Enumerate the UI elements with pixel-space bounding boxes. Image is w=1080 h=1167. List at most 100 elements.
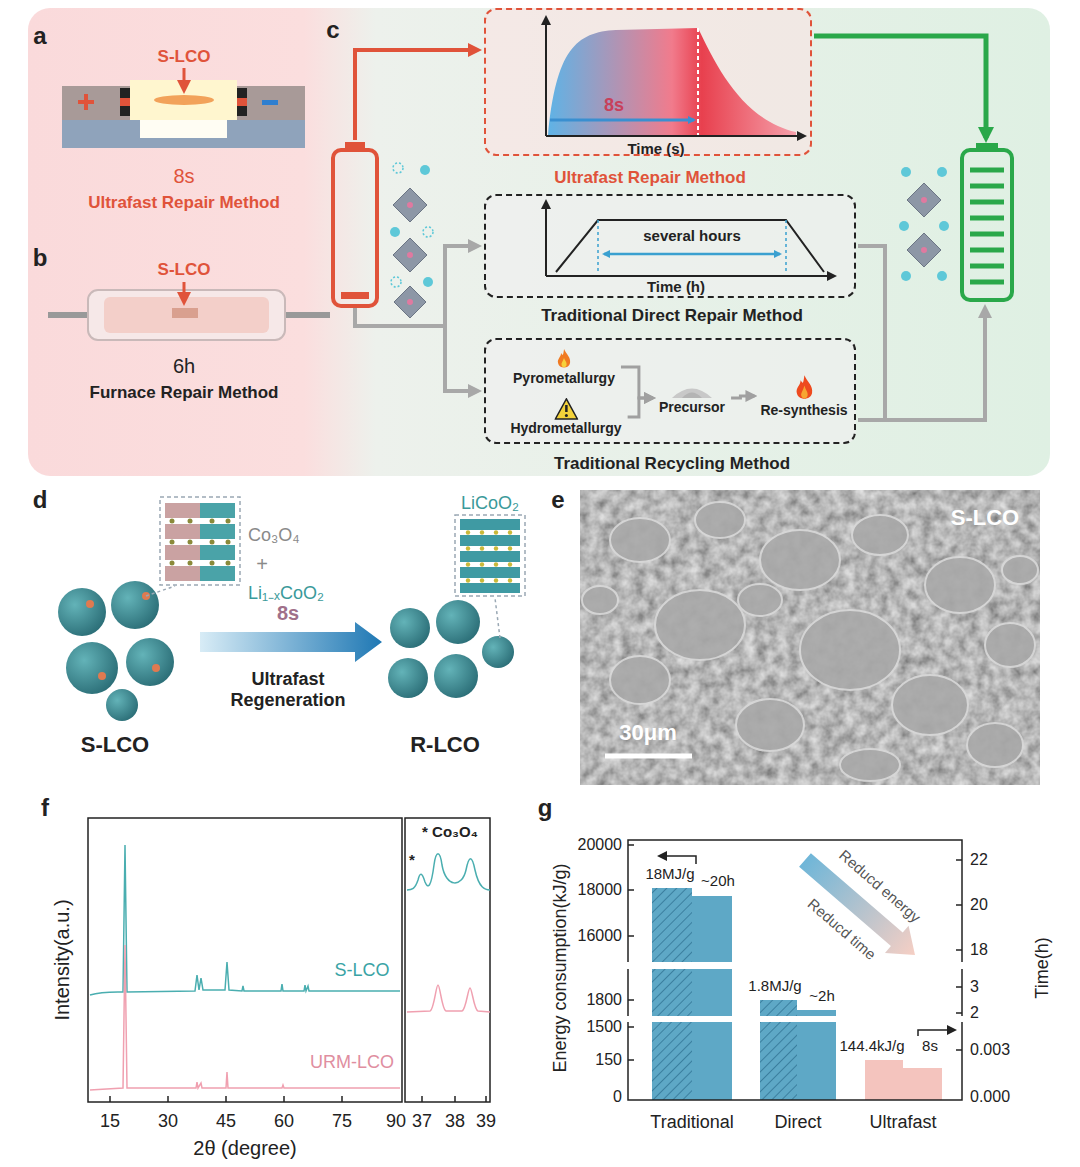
panel-letter: g	[538, 794, 553, 822]
node-text: Pyrometallurgy	[513, 370, 615, 386]
method-box: 8sTime (s)Ultrafast Repair Method	[484, 8, 812, 156]
caption-text: Ultrafast Repair Method	[88, 193, 280, 213]
recycling-box-ground	[484, 338, 856, 444]
flow-connector	[621, 367, 653, 398]
energy-chart-part-part	[956, 1012, 962, 1014]
plot-part	[545, 202, 547, 276]
particles-spent-part	[160, 497, 240, 585]
particles-repaired-part	[460, 583, 520, 593]
particles-repaired-part	[508, 562, 512, 566]
tick-label: 20000	[578, 836, 623, 854]
chem-formula: LiCoO₂	[461, 493, 519, 514]
joule-heater-device-part	[183, 68, 186, 90]
icon-part	[558, 349, 570, 368]
tube-furnace-part	[48, 312, 90, 318]
box-text: 8s	[604, 95, 624, 116]
crystal-spent-part	[423, 227, 433, 237]
energy-chart-part-part	[956, 859, 962, 861]
xrd-chart	[88, 818, 490, 1102]
box-title: Traditional Direct Repair Method	[541, 306, 803, 326]
plot-part	[556, 220, 824, 272]
particles-spent-part-part	[165, 503, 200, 518]
particles-repaired-part	[480, 562, 484, 566]
tick-label: 150	[595, 1051, 622, 1069]
joule-heater-device-part	[237, 88, 247, 98]
plot-part	[697, 28, 699, 136]
spent-battery-part	[333, 150, 377, 306]
particles-repaired-part	[466, 562, 470, 566]
particles-repaired-part	[455, 515, 525, 596]
xrd-chart-part-part	[109, 1096, 111, 1102]
node-text: Precursor	[659, 399, 725, 415]
tick-label: 3	[970, 978, 979, 996]
icon-part	[672, 388, 712, 398]
sem-image-part-part	[852, 515, 908, 555]
plot-part	[604, 253, 780, 256]
axis-title: 2θ (degree)	[193, 1137, 296, 1160]
chem-formula: Co₃O₄	[248, 525, 300, 546]
schedule-plot	[486, 10, 810, 154]
full-battery-part-part	[970, 216, 1004, 221]
tick-label: 1800	[586, 991, 622, 1009]
energy-chart-part	[620, 1016, 970, 1022]
energy-chart-part	[692, 896, 732, 1100]
particles-repaired-part	[480, 546, 484, 550]
tick-label: 15	[100, 1111, 120, 1132]
flow-arrows-part	[814, 36, 986, 138]
joule-heater-device-part	[237, 98, 247, 106]
crystal-repaired-part	[907, 233, 941, 267]
crystal-repaired-part	[937, 271, 947, 281]
crystal-spent-part	[407, 202, 413, 208]
icon-part	[565, 405, 568, 412]
joule-heater-device	[62, 68, 305, 148]
joule-heater-device-part	[262, 100, 278, 105]
tube-furnace-part	[172, 308, 198, 318]
tick-label: 18	[970, 941, 988, 959]
crystal-spent-part	[393, 163, 403, 173]
particles-repaired-part	[508, 546, 512, 550]
sem-image-part-part	[760, 530, 840, 590]
energy-chart-part-part	[628, 935, 634, 937]
crystal-repaired-part	[937, 167, 947, 177]
energy-chart-part	[652, 888, 692, 1100]
xrd-chart-part	[407, 985, 490, 1012]
tick-label: 18000	[578, 881, 623, 899]
tick-label: 38	[445, 1111, 465, 1132]
sem-image	[580, 490, 1040, 785]
particles-spent-part-part	[165, 524, 200, 539]
chem-formula: Li₁₋ₓCoO₂	[248, 583, 324, 604]
sample-label: S-LCO	[158, 47, 211, 67]
particles-spent-part-part	[170, 540, 175, 545]
xrd-chart-part	[90, 945, 400, 1090]
particles-spent-part	[126, 638, 174, 686]
icon-part	[796, 375, 812, 399]
particles-spent-part-part	[200, 524, 235, 539]
plot-part	[785, 220, 787, 272]
joule-heater-device-part	[237, 86, 305, 120]
node-text: Hydrometallurgy	[510, 420, 621, 436]
energy-chart-part-part	[956, 904, 962, 906]
sample-label: URM-LCO	[310, 1052, 394, 1073]
icon-part	[555, 399, 577, 419]
xrd-chart-part-part	[421, 1096, 423, 1102]
particles-repaired	[388, 515, 525, 698]
particles-spent-part-part	[226, 540, 231, 545]
sem-image-part-part	[1002, 556, 1038, 584]
crystal-spent-part	[420, 165, 430, 175]
plot-part	[546, 275, 834, 277]
chem-formula: *	[409, 851, 415, 868]
tick-label: 39	[476, 1111, 496, 1132]
xrd-chart-part-part	[454, 1096, 456, 1102]
plot-part	[597, 220, 599, 272]
particles-repaired-part	[460, 535, 520, 546]
value-label: 8s	[173, 165, 194, 188]
crystal-spent-part	[393, 238, 427, 272]
node-text: Re-synthesis	[760, 402, 847, 418]
tube-furnace	[48, 282, 330, 340]
sample-label: S-LCO	[951, 505, 1019, 530]
energy-chart-part	[660, 856, 696, 864]
energy-chart-part	[918, 1030, 954, 1036]
process-item: Re-synthesis	[757, 373, 850, 419]
flow-connector	[731, 396, 754, 398]
panel-letter: c	[326, 16, 339, 44]
